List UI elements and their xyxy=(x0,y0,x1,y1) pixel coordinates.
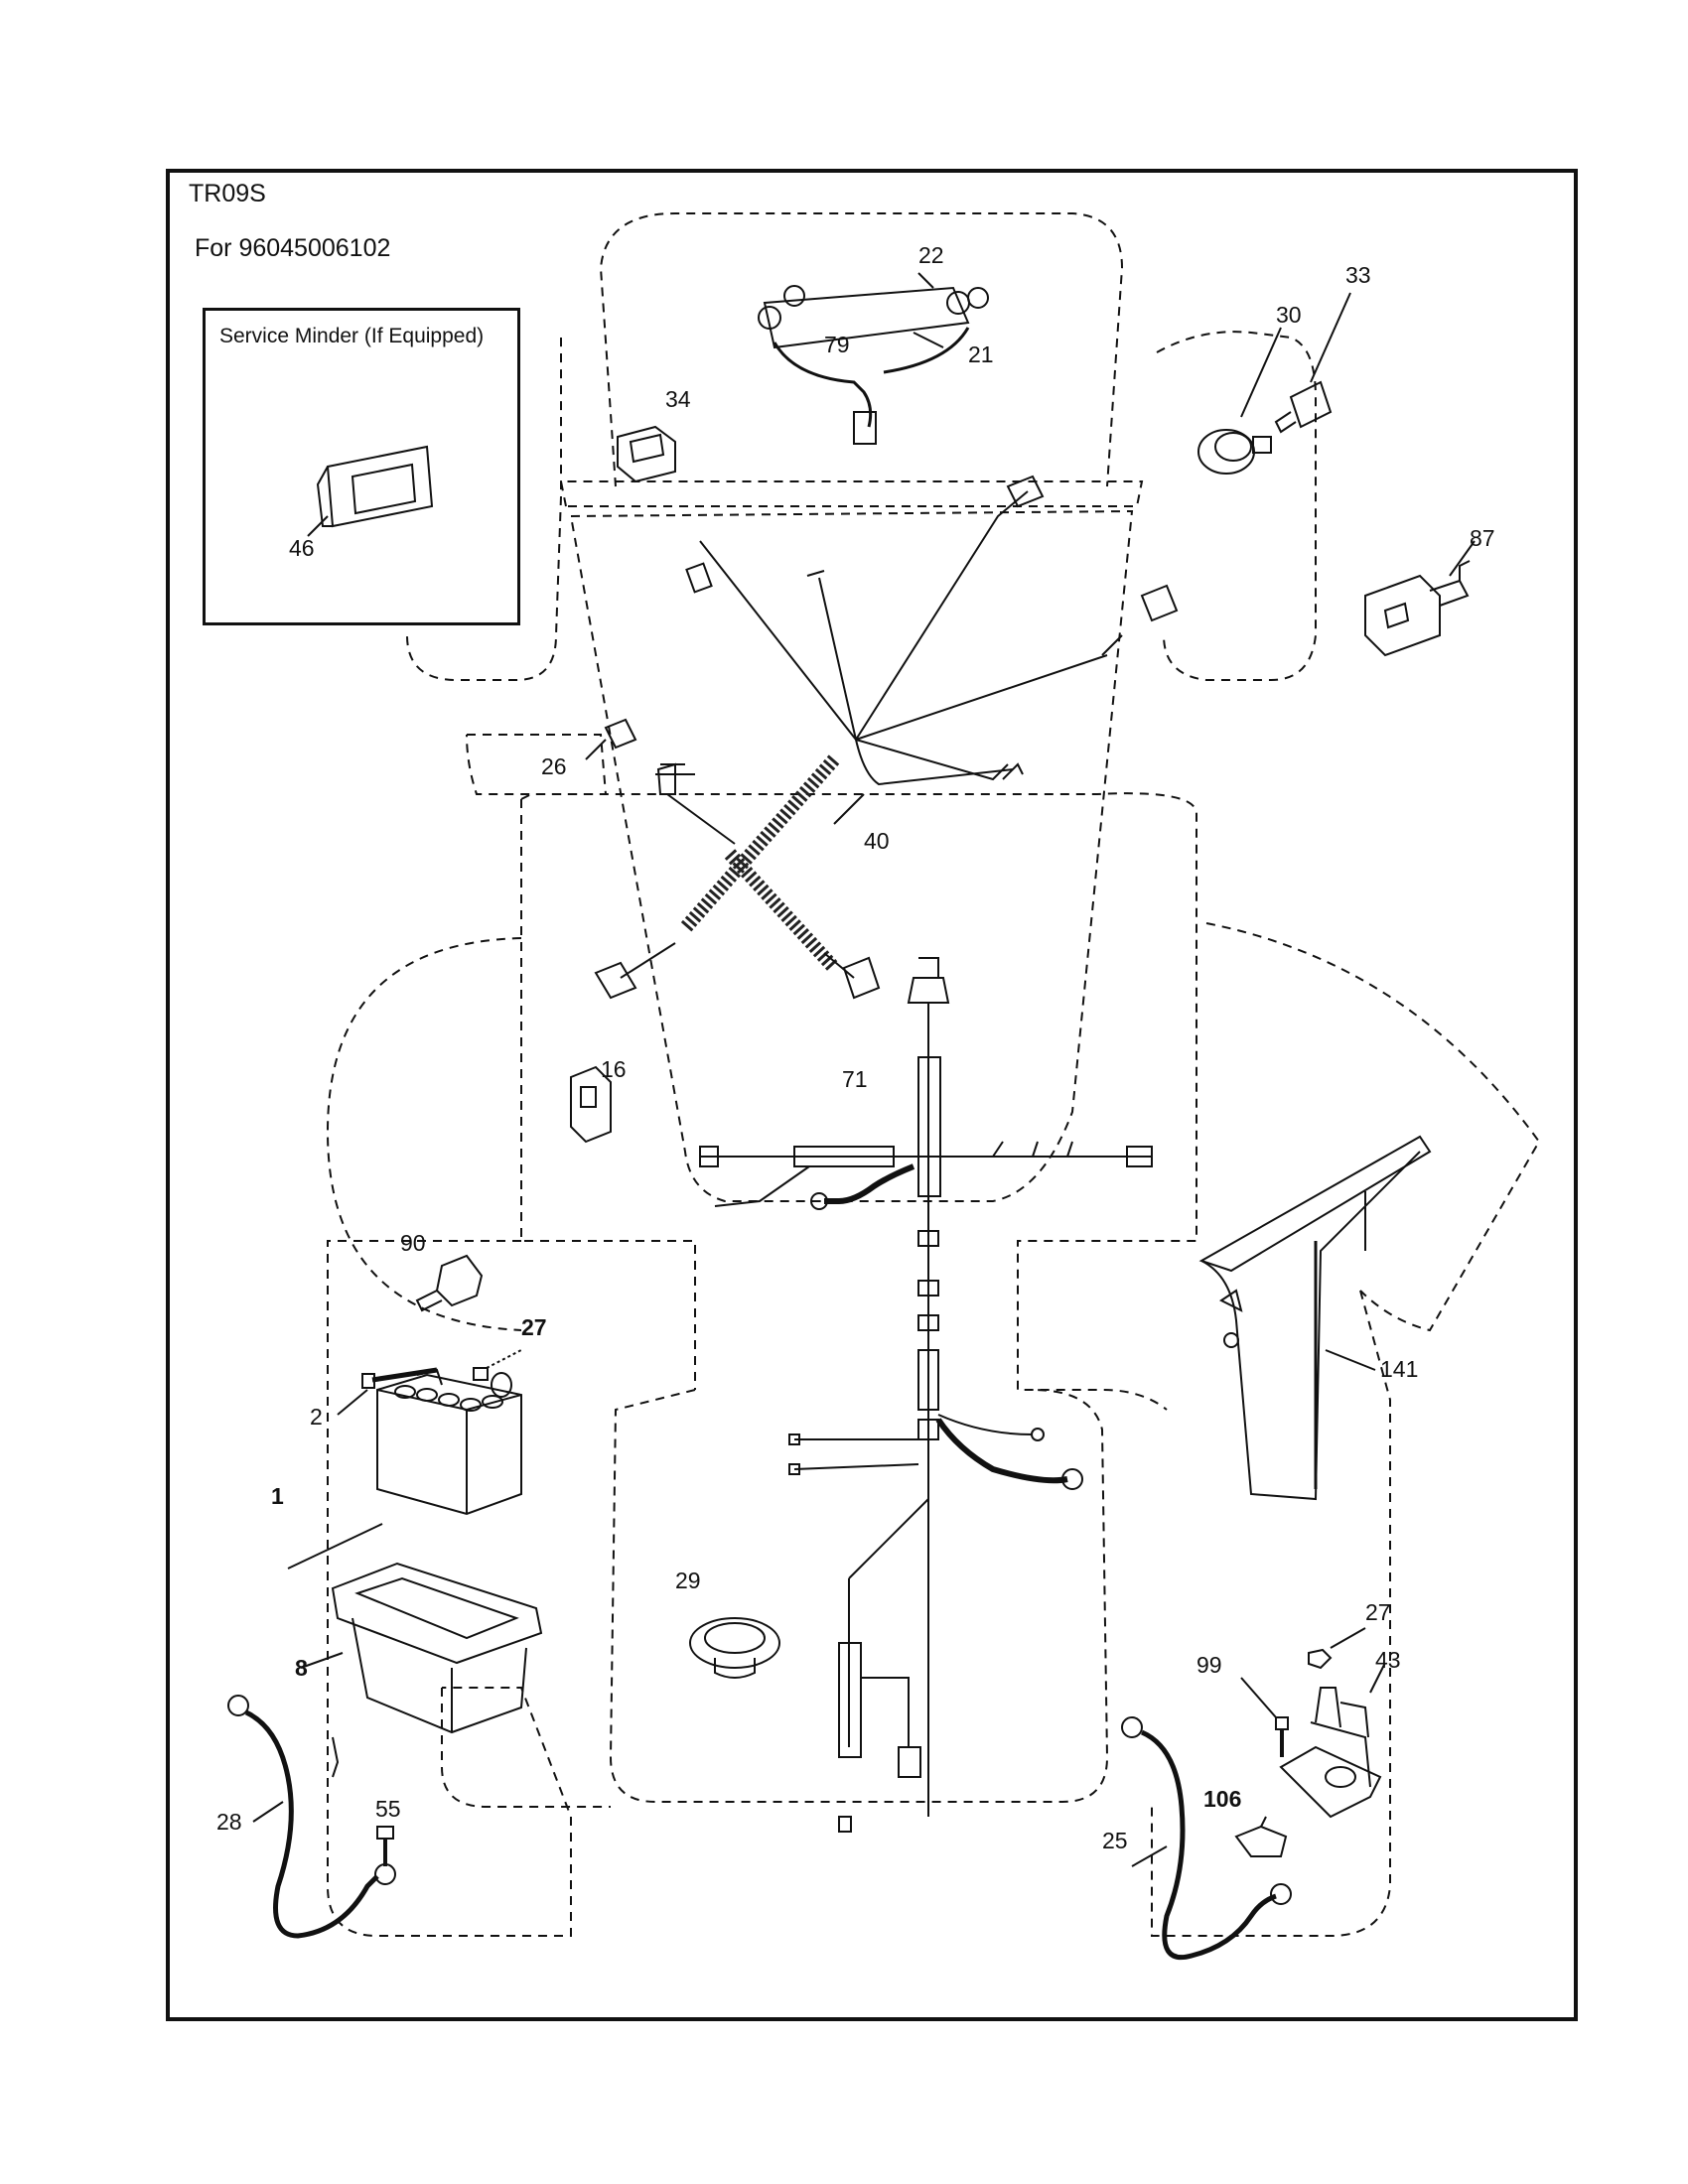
callout-40: 40 xyxy=(864,828,890,854)
battery-bolt-2 xyxy=(337,1367,438,1416)
callout-79: 79 xyxy=(824,332,850,357)
callout-8: 8 xyxy=(295,1655,308,1681)
pto-panel-141 xyxy=(1198,1135,1432,1501)
harness-ends xyxy=(594,762,881,1000)
headlight-bulb-left xyxy=(758,306,781,330)
ground-cable-28 xyxy=(227,1695,396,1939)
callout-2: 2 xyxy=(310,1404,323,1430)
callout-46: 46 xyxy=(289,535,315,561)
service-minder-inset: Service Minder (If Equipped) xyxy=(203,308,520,625)
callout-106: 106 xyxy=(1203,1786,1241,1812)
callout-71: 71 xyxy=(842,1066,868,1092)
callout-90: 90 xyxy=(400,1230,426,1256)
callout-22: 22 xyxy=(918,242,944,268)
headlight-harness xyxy=(758,272,989,445)
model-code: TR09S xyxy=(189,180,266,207)
main-harness-71 xyxy=(699,957,1153,1833)
left-fender-outline xyxy=(326,937,522,1331)
callout-16: 16 xyxy=(601,1056,627,1082)
clip-106 xyxy=(1234,1816,1288,1857)
ignition-switch xyxy=(1197,327,1282,475)
right-rear-outline xyxy=(1151,1290,1391,1937)
grommet-29 xyxy=(689,1617,780,1679)
callout-29: 29 xyxy=(675,1568,701,1593)
callout-87: 87 xyxy=(1470,525,1495,551)
callout-33: 33 xyxy=(1345,262,1371,288)
callout-21: 21 xyxy=(968,341,994,367)
switch-16 xyxy=(570,1065,612,1144)
dash-panel-upper xyxy=(559,480,1144,507)
left-deck-outline xyxy=(520,799,696,1390)
seat-deck-outline xyxy=(520,792,1197,1411)
hood-outline xyxy=(599,212,1124,487)
tie-strap xyxy=(332,1736,340,1778)
chassis-outlines xyxy=(326,212,1541,1937)
component-90 xyxy=(415,1254,484,1312)
diagram-frame xyxy=(166,169,1578,2021)
callout-labels: 22 79 21 34 30 33 87 46 26 40 71 16 90 2… xyxy=(216,242,1495,1853)
battery-1 xyxy=(376,1368,522,1516)
bolt-99 xyxy=(1240,1677,1289,1757)
solenoid-87 xyxy=(1364,540,1476,657)
rear-deck-outline xyxy=(609,1389,1109,1803)
battery-tray-8 xyxy=(287,1523,543,1734)
left-rear-outline xyxy=(441,1688,611,1808)
ground-cable-25 xyxy=(1121,1716,1292,1960)
bolt-55 xyxy=(376,1826,394,1866)
callout-30: 30 xyxy=(1276,302,1302,328)
dash-harness-40 xyxy=(655,475,1179,786)
ignition-key xyxy=(1274,292,1351,434)
dash-panel-body xyxy=(569,509,1134,1202)
headlight-bulb-right xyxy=(946,291,970,315)
right-pod-outline xyxy=(1156,331,1317,681)
callout-34: 34 xyxy=(665,386,691,412)
harness-loom xyxy=(679,754,840,973)
right-fender-outline xyxy=(1205,922,1541,1332)
callout-43: 43 xyxy=(1375,1647,1401,1673)
callout-141: 141 xyxy=(1380,1356,1418,1382)
left-tab-outline xyxy=(466,734,608,795)
battery-nut-27 xyxy=(473,1349,522,1381)
for-part-number: For 96045006102 xyxy=(195,234,391,262)
battery-tray-outline xyxy=(327,1240,572,1937)
nut-27 xyxy=(1308,1627,1366,1670)
switch-34 xyxy=(617,425,676,483)
callout-1: 1 xyxy=(271,1483,284,1509)
callout-55: 55 xyxy=(375,1796,401,1822)
seat-switch-43 xyxy=(1279,1662,1386,1819)
left-pod-outline xyxy=(406,337,563,681)
service-minder-46 xyxy=(307,445,434,537)
callout-25: 25 xyxy=(1102,1828,1128,1853)
callout-99: 99 xyxy=(1196,1652,1222,1678)
fuse-26 xyxy=(585,718,637,760)
callout-27-switch: 27 xyxy=(1365,1599,1391,1625)
callout-27-battery: 27 xyxy=(521,1314,547,1340)
callout-26: 26 xyxy=(541,753,567,779)
callout-28: 28 xyxy=(216,1809,242,1835)
inset-title: Service Minder (If Equipped) xyxy=(219,325,485,347)
headlight-connector xyxy=(853,411,877,445)
